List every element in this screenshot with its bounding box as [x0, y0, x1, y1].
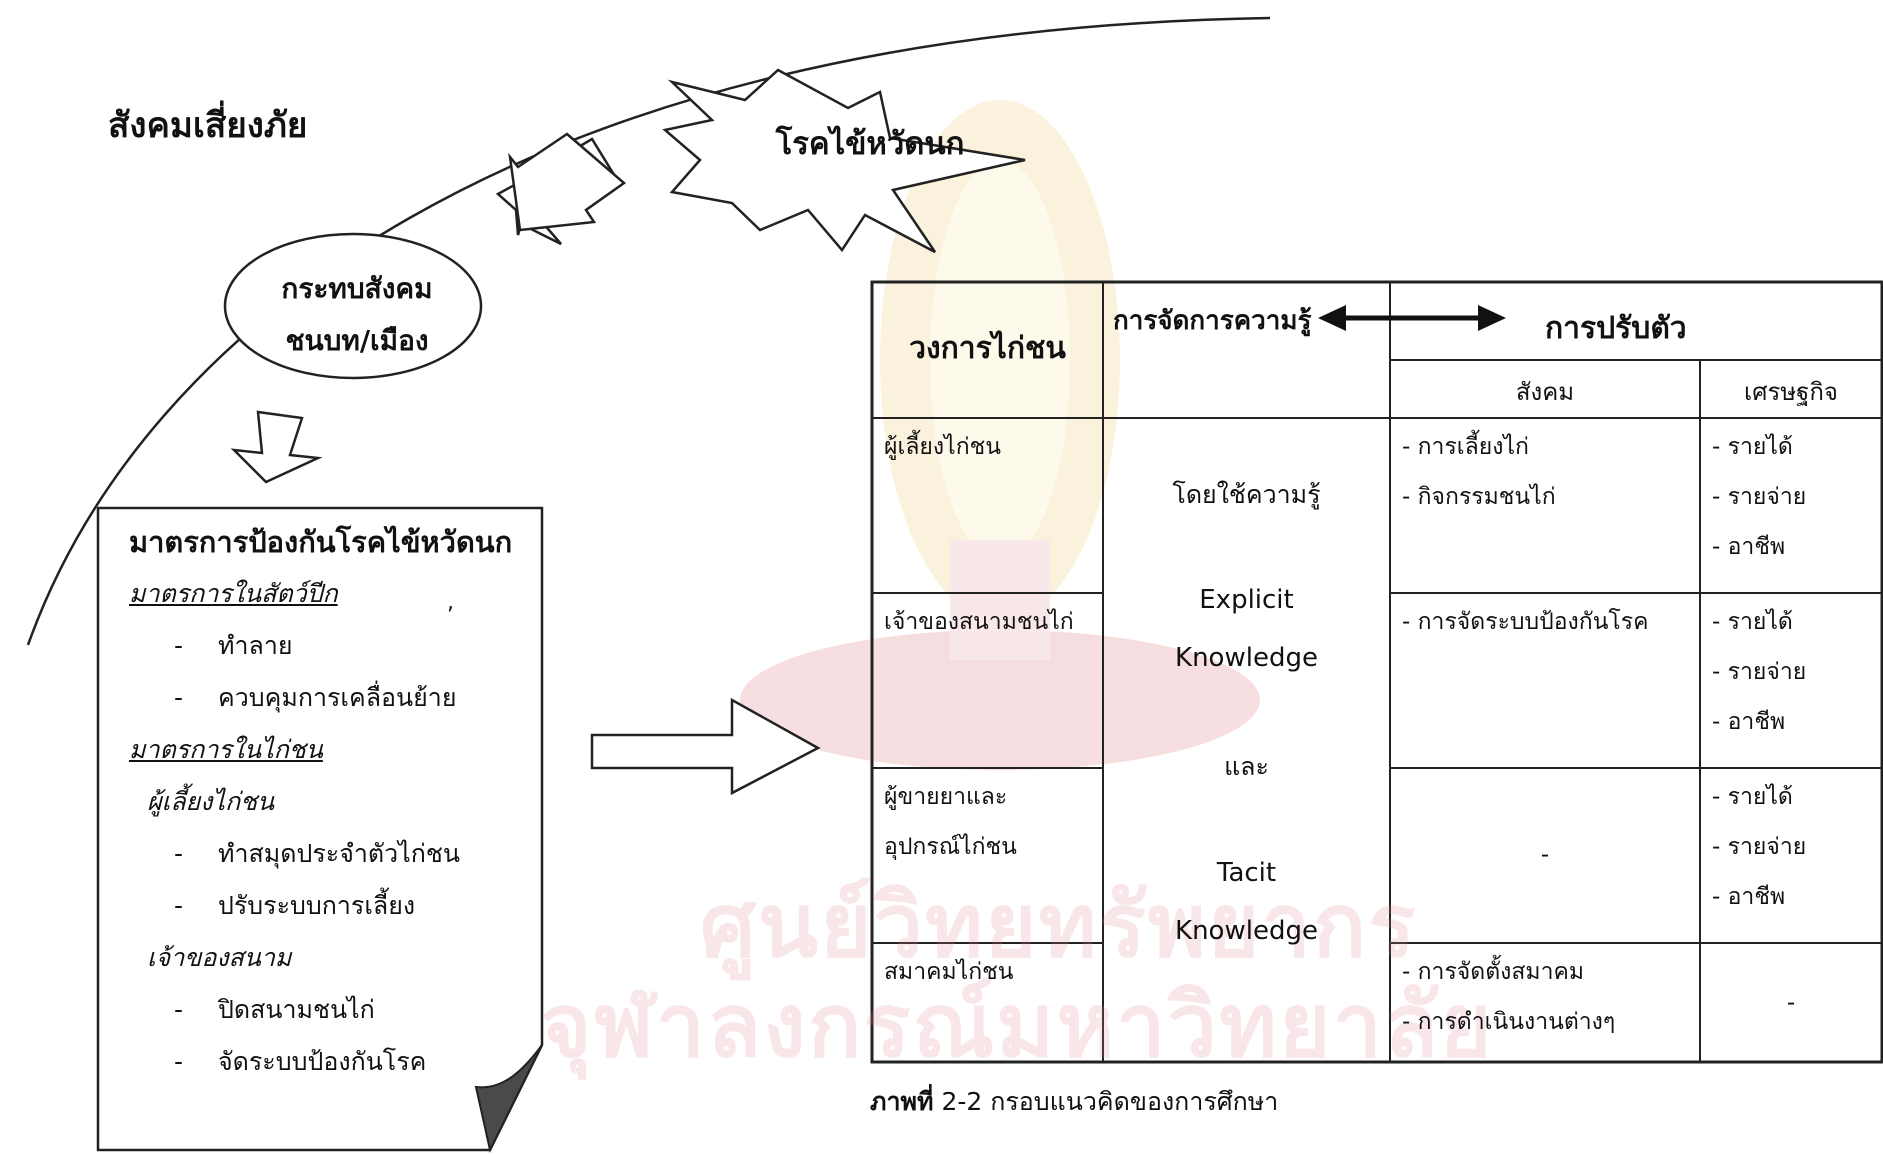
poultry-item-text: ควบคุมการเคลื่อนย้าย: [218, 683, 457, 712]
owners-item: - จัดระบบป้องกันโรค: [174, 1036, 542, 1088]
measures-title: มาตรการป้องกันโรคไข้หวัดนก: [129, 525, 513, 559]
circle-line: อุปกรณ์ไก่ชน: [884, 834, 1017, 860]
row-social-cell: - การเลี้ยงไก่ - กิจกรรมชนไก่: [1402, 422, 1556, 522]
owners-subheading: เจ้าของสนาม: [147, 943, 292, 972]
economic-line: - อาชีพ: [1712, 534, 1786, 560]
economic-line: - รายได้: [1712, 434, 1793, 460]
gamecock-section-heading: มาตรการในไก่ชน: [129, 735, 323, 764]
risk-society-label: สังคมเสี่ยงภัย: [108, 106, 308, 146]
raisers-item-text: ทำสมุดประจำตัวไก่ชน: [218, 839, 460, 868]
economic-line: - รายจ่าย: [1712, 659, 1807, 685]
row-social-cell: - การจัดระบบป้องกันโรค: [1402, 609, 1649, 635]
risk-society-arc: [26, 16, 1271, 646]
social-impact-ellipse: [223, 232, 483, 380]
km-tacit-1: Tacit: [1216, 858, 1277, 888]
social-impact-line1: กระทบสังคม: [281, 272, 433, 305]
sub-header-social: สังคม: [1515, 378, 1575, 406]
poultry-item: - ควบคุมการเคลื่อนย้าย: [174, 672, 542, 724]
owners-item-text: จัดระบบป้องกันโรค: [218, 1047, 427, 1076]
row-social-cell: -: [1540, 842, 1550, 868]
figure-caption: ภาพที่ 2-2 กรอบแนวคิดของการศึกษา: [870, 1082, 1278, 1122]
raisers-item: - ปรับระบบการเลี้ยง: [174, 880, 542, 932]
economic-line: - รายได้: [1712, 609, 1793, 635]
bullet-dash: -: [174, 891, 184, 920]
owners-item: - ปิดสนามชนไก่: [174, 984, 542, 1036]
col-header-circle: วงการไก่ชน: [909, 331, 1066, 366]
km-explicit-2: Knowledge: [1175, 643, 1318, 673]
row-economic-cell: - รายได้ - รายจ่าย - อาชีพ: [1712, 422, 1806, 572]
economic-line: - รายจ่าย: [1712, 484, 1807, 510]
measures-to-table-arrow: [590, 697, 821, 796]
bird-flu-burst-shape: [662, 68, 1026, 254]
col-header-km: การจัดการความรู้: [1113, 306, 1312, 336]
row-economic-cell: -: [1786, 990, 1796, 1016]
economic-line: - รายจ่าย: [1712, 834, 1807, 860]
economic-line: - อาชีพ: [1712, 884, 1786, 910]
circle-line: ผู้ขายยาและ: [884, 784, 1008, 810]
row-circle-cell: ผู้เลี้ยงไก่ชน: [884, 434, 1001, 460]
double-arrow-icon: [1318, 305, 1506, 331]
bullet-dash: -: [174, 1047, 184, 1076]
economic-line: - รายได้: [1712, 784, 1793, 810]
economic-line: - อาชีพ: [1712, 709, 1786, 735]
owners-item-text: ปิดสนามชนไก่: [218, 995, 375, 1024]
framework-table-grid: [870, 280, 1883, 1064]
row-economic-cell: - รายได้ - รายจ่าย - อาชีพ: [1712, 772, 1806, 922]
sub-header-economic: เศรษฐกิจ: [1744, 378, 1838, 406]
row-circle-cell: สมาคมไก่ชน: [884, 959, 1014, 985]
raisers-subheading: ผู้เลี้ยงไก่ชน: [147, 787, 275, 816]
col-header-adapt: การปรับตัว: [1545, 311, 1687, 346]
watermark-line2: จุฬาลงกรณ์มหาวิทยาลัย: [540, 974, 1494, 1077]
raisers-item-text: ปรับระบบการเลี้ยง: [218, 891, 416, 920]
poultry-item: - ทำลาย: [174, 620, 542, 672]
social-impact-text: กระทบสังคม ชนบท/เมือง: [222, 263, 492, 367]
bullet-dash: -: [174, 839, 184, 868]
km-explicit-1: Explicit: [1199, 585, 1294, 615]
watermark-seal-icon: [740, 100, 1260, 770]
social-line: - การดำเนินงานต่างๆ: [1402, 1009, 1616, 1035]
poultry-item-text: ทำลาย: [218, 631, 293, 660]
km-tacit-2: Knowledge: [1175, 916, 1318, 946]
row-economic-cell: - รายได้ - รายจ่าย - อาชีพ: [1712, 597, 1806, 747]
figure-caption-text: 2-2 กรอบแนวคิดของการศึกษา: [941, 1087, 1279, 1116]
page-fold-icon: [474, 1044, 543, 1153]
poultry-section-heading: มาตรการในสัตว์ปีก: [129, 579, 338, 608]
bullet-dash: -: [174, 995, 184, 1024]
burst-to-impact-arrow-head: [508, 132, 627, 232]
social-impact-line2: ชนบท/เมือง: [285, 324, 429, 357]
bullet-dash: -: [174, 683, 184, 712]
measures-document: มาตรการป้องกันโรคไข้หวัดนก , มาตรการในสั…: [112, 516, 542, 1088]
raisers-item: - ทำสมุดประจำตัวไก่ชน: [174, 828, 542, 880]
stray-mark: ,: [447, 590, 454, 615]
social-line: - การจัดตั้งสมาคม: [1402, 959, 1585, 985]
km-by-using: โดยใช้ความรู้: [1172, 480, 1321, 509]
figure-label: ภาพที่: [870, 1087, 934, 1116]
impact-to-measures-arrow: [230, 410, 323, 484]
social-line: - กิจกรรมชนไก่: [1402, 484, 1556, 510]
bullet-dash: -: [174, 631, 184, 660]
km-and: และ: [1224, 752, 1269, 781]
row-social-cell: - การจัดตั้งสมาคม - การดำเนินงานต่างๆ: [1402, 947, 1615, 1047]
bird-flu-label: โรคไข้หวัดนก: [775, 126, 965, 162]
social-line: - การเลี้ยงไก่: [1402, 434, 1529, 460]
row-circle-cell: ผู้ขายยาและ อุปกรณ์ไก่ชน: [884, 772, 1017, 872]
watermark-line1: ศูนย์วิทยทรัพยากร: [700, 874, 1418, 977]
row-circle-cell: เจ้าของสนามชนไก่: [884, 609, 1074, 635]
